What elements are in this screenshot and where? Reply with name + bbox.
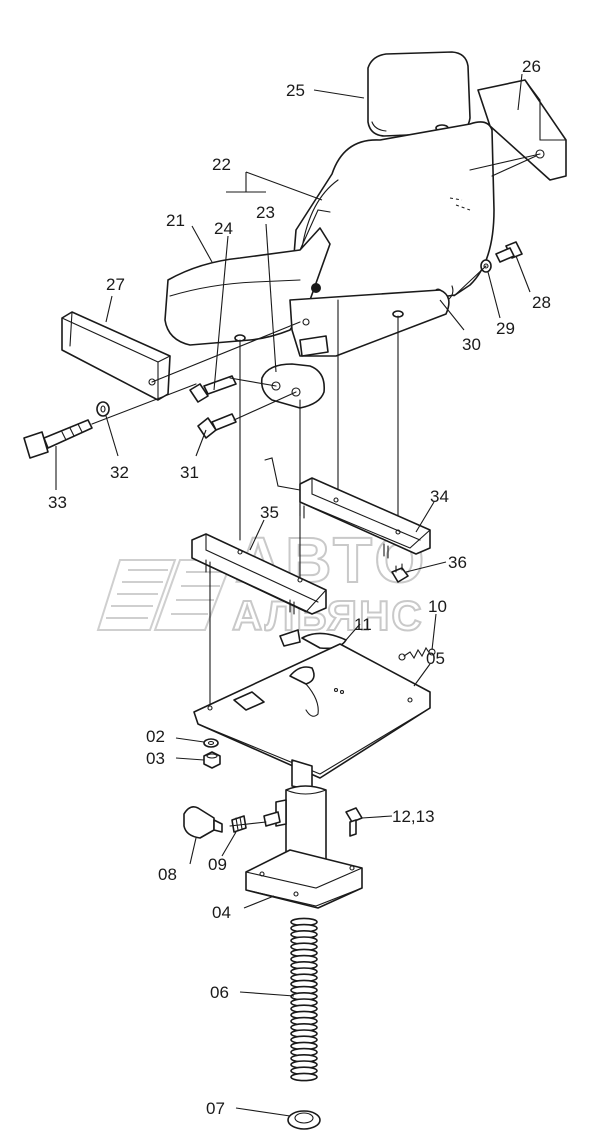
spring-06 [290, 917, 318, 1082]
watermark-line-2: АЛЬЯНС [232, 592, 424, 639]
set-screw-09 [231, 815, 247, 833]
bolt-12-13 [345, 807, 363, 837]
lever-11 [279, 629, 347, 650]
washer-02 [203, 738, 219, 748]
callout-10: 10 [428, 597, 447, 616]
seat-cushion [164, 209, 331, 346]
watermark-stripes [96, 559, 234, 631]
callout-06: 06 [210, 983, 229, 1002]
callout-03: 03 [146, 749, 165, 768]
callout-30: 30 [462, 335, 481, 354]
callout-22: 22 [212, 155, 231, 174]
callout-25: 25 [286, 81, 305, 100]
callout-31: 31 [180, 463, 199, 482]
armrest-right [477, 79, 567, 181]
bolt-33 [23, 419, 93, 459]
callout-02: 02 [146, 727, 165, 746]
callout-05: 05 [426, 649, 445, 668]
callout-24: 24 [214, 219, 233, 238]
callout-28: 28 [532, 293, 551, 312]
assembly-lines [91, 153, 541, 709]
callout-32: 32 [110, 463, 129, 482]
knob-08 [183, 806, 223, 839]
callout-36: 36 [448, 553, 467, 572]
callout-35: 35 [260, 503, 279, 522]
callout-27: 27 [106, 275, 125, 294]
callout-34: 34 [430, 487, 449, 506]
column-post-04 [245, 759, 363, 909]
callout-29: 29 [496, 319, 515, 338]
mounting-plate-05 [193, 643, 431, 779]
slide-rail-35 [191, 533, 327, 615]
callout-08: 08 [158, 865, 177, 884]
spring-coil [290, 1072, 318, 1082]
callout-11: 11 [354, 615, 372, 634]
armrest-left [61, 311, 171, 401]
bolt-24 [189, 375, 237, 403]
washer-32 [96, 401, 110, 417]
callout-09: 09 [208, 855, 227, 874]
callout-23: 23 [256, 203, 275, 222]
callout-33: 33 [48, 493, 67, 512]
callout-labels: 25 26 22 23 24 21 27 28 29 30 31 32 33 3… [48, 57, 551, 1118]
bolt-side [229, 811, 281, 827]
seat-base-frame [234, 283, 450, 409]
ring-07 [287, 1110, 321, 1130]
bolt-28 [495, 241, 523, 263]
callout-26: 26 [522, 57, 541, 76]
nut-36 [391, 563, 409, 583]
spring-10 [398, 646, 436, 661]
bolt-31 [197, 413, 237, 439]
callout-12-13: 12,13 [392, 807, 435, 826]
nut-03 [203, 751, 221, 769]
leader-lines [55, 73, 531, 1117]
callout-21: 21 [166, 211, 185, 230]
callout-07: 07 [206, 1099, 225, 1118]
callout-04: 04 [212, 903, 231, 922]
headrest [367, 51, 471, 152]
slide-rail-34 [264, 457, 431, 559]
